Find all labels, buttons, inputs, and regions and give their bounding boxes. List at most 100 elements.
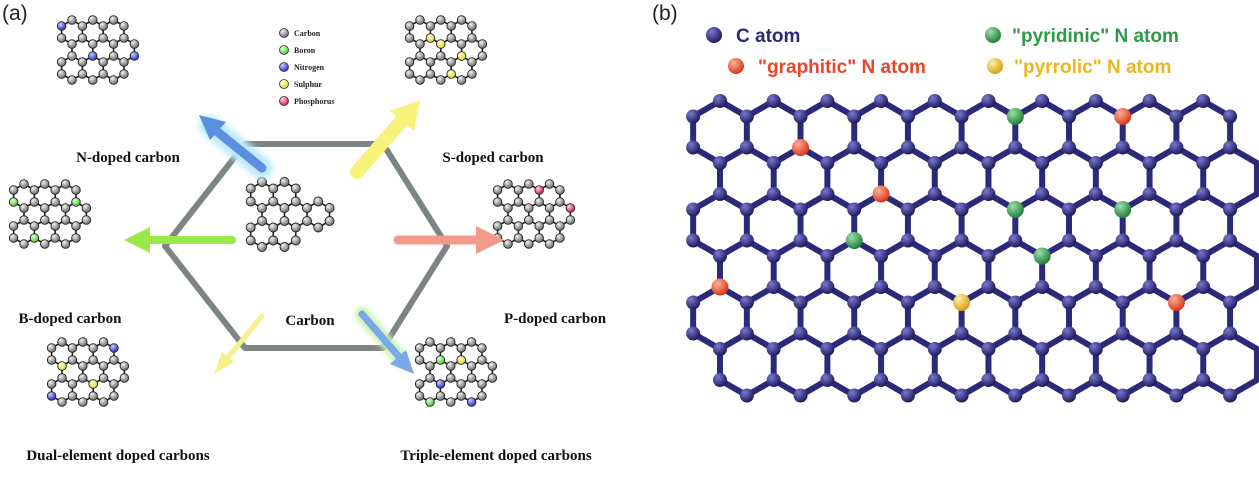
b-doped-atom — [60, 203, 71, 213]
s-doped-atom — [467, 33, 477, 43]
caption-n-doped: N-doped carbon — [76, 150, 180, 166]
n-doped-atom — [119, 21, 129, 31]
carbon-atom — [245, 235, 256, 246]
arrow-to-b-doped — [124, 227, 240, 253]
lattice-atom — [1088, 280, 1103, 294]
b-doped-atom — [81, 203, 92, 213]
s-doped-atom — [425, 69, 436, 79]
p-doped-atom — [565, 215, 576, 225]
b-doped-atom — [29, 197, 40, 207]
lattice-atom — [927, 187, 942, 201]
n-doped-atom — [108, 39, 119, 49]
b-doped-atom — [40, 179, 50, 189]
triple-doped-atom — [487, 361, 498, 371]
lattice-atom — [1223, 388, 1238, 403]
legend-swatch-nitrogen — [279, 62, 289, 72]
lattice-atom — [1115, 388, 1130, 403]
triple-doped-atom — [425, 361, 435, 371]
lattice-atom — [792, 139, 810, 156]
lattice-atom — [900, 388, 915, 403]
s-doped-atom — [477, 39, 488, 49]
n-doped-atom — [88, 75, 98, 85]
triple-doped-atom — [477, 355, 487, 365]
lattice-atom — [874, 280, 889, 294]
lattice-atom — [1006, 108, 1024, 125]
lattice-atom — [766, 342, 781, 356]
lattice-atom — [1142, 94, 1157, 108]
lattice-atom — [711, 278, 729, 296]
lattice-atom — [953, 294, 971, 311]
lattice-atom — [1088, 94, 1103, 108]
lattice-atom — [1062, 109, 1077, 124]
lattice-atom — [686, 326, 701, 341]
p-doped-atom — [555, 221, 565, 231]
carbon-atom — [279, 203, 290, 213]
carbon-atom — [268, 235, 279, 246]
dual-doped-atom — [98, 397, 109, 407]
s-doped-atom — [446, 69, 456, 79]
dual-doped-atom — [109, 379, 119, 389]
lattice-atom — [847, 140, 862, 155]
b-doped-atom — [29, 185, 40, 195]
lattice-atom — [900, 109, 915, 124]
legend-b-swatch-graphitic — [728, 58, 744, 74]
dual-doped-atom — [119, 361, 130, 371]
panel-label-b: (b) — [652, 2, 678, 25]
carbon-atom — [245, 196, 256, 207]
dual-doped-atom — [46, 379, 57, 389]
lattice-atom — [1196, 280, 1211, 294]
p-doped-atom — [544, 179, 555, 189]
lattice-atom — [874, 249, 889, 263]
lattice-atom — [874, 156, 889, 170]
lattice-atom — [1196, 342, 1211, 356]
carbon-atom — [268, 196, 279, 207]
n-doped-atom — [129, 51, 140, 61]
lattice-atom — [900, 233, 915, 248]
triple-doped-atom — [466, 397, 477, 407]
lattice-atom — [1115, 326, 1130, 341]
caption-triple-doped: Triple-element doped carbons — [400, 448, 592, 464]
triple-doped-atom — [477, 391, 487, 401]
lattice-atom — [1008, 233, 1023, 248]
lattice-atom — [1169, 140, 1184, 155]
n-doped-atom — [67, 51, 77, 61]
carbon-atom — [268, 183, 279, 194]
lattice-atom — [1114, 201, 1132, 218]
lattice-atom — [900, 202, 915, 217]
lattice-atom — [1142, 280, 1157, 294]
triple-doped-atom — [446, 373, 456, 383]
dual-doped-atom — [88, 355, 98, 365]
carbon-atom — [257, 216, 267, 226]
s-doped-atom — [456, 39, 467, 49]
s-doped-atom — [436, 15, 446, 25]
lattice-atom — [1088, 156, 1103, 170]
lattice-atom — [793, 295, 808, 310]
s-doped-atom — [404, 33, 415, 43]
legend-label-nitrogen: Nitrogen — [294, 63, 325, 72]
s-doped-atom — [446, 21, 456, 31]
s-doped-atom — [436, 39, 446, 49]
lattice-atom — [766, 156, 781, 170]
lattice-atom — [820, 156, 835, 170]
p-doped-atom — [524, 203, 534, 213]
dual-doped-atom — [57, 337, 67, 347]
lattice-atom — [713, 249, 727, 263]
triple-doped-atom — [466, 361, 477, 371]
p-doped-atom — [524, 179, 534, 189]
lattice-atom — [1196, 187, 1211, 201]
triple-doped-atom — [477, 379, 487, 389]
triple-doped-atom — [435, 355, 446, 365]
n-doped-atom — [67, 75, 77, 85]
lattice-atom — [1142, 342, 1157, 356]
legend-a: Carbon Boron Nitrogen Sulphur Phosphorus — [279, 28, 334, 106]
lattice-atom — [766, 280, 781, 294]
lattice-atom — [954, 109, 969, 124]
triple-doped-molecule — [414, 337, 498, 407]
dual-doped-atom — [98, 337, 109, 347]
lattice-atom — [1008, 140, 1023, 155]
p-doped-atom — [534, 233, 544, 243]
lattice-atom — [686, 233, 701, 248]
n-doped-atom — [119, 57, 129, 67]
lattice-atom — [1115, 233, 1130, 248]
lattice-atom — [793, 326, 808, 341]
